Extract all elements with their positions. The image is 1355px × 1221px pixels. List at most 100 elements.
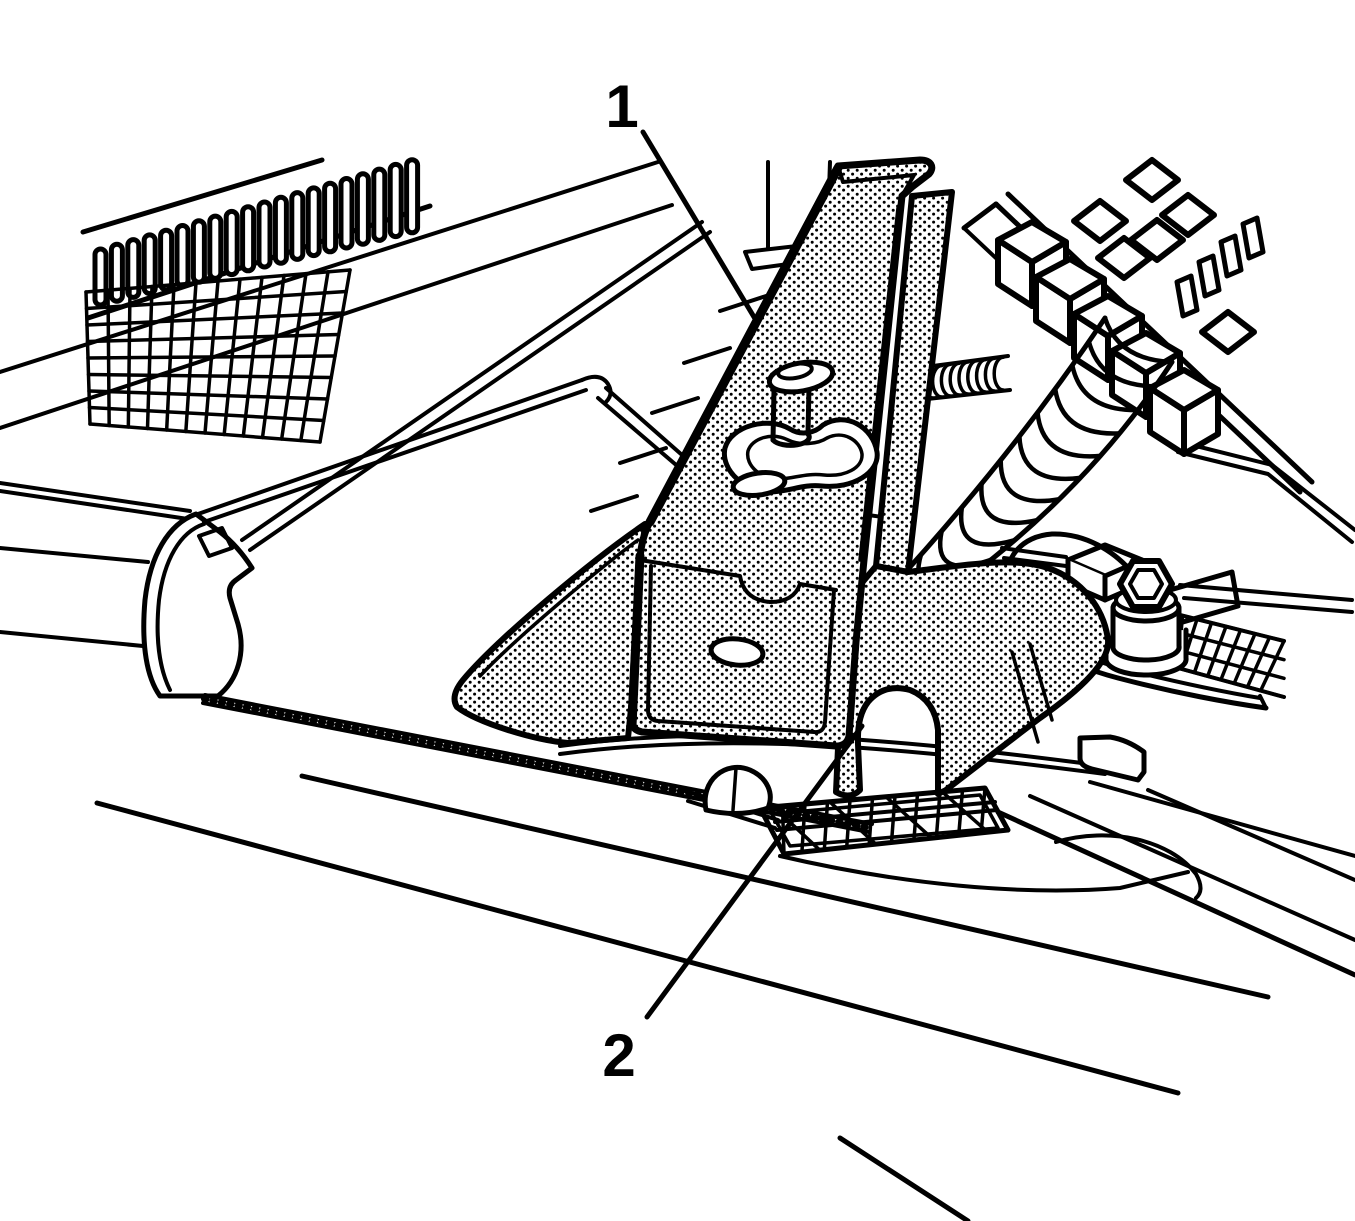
vent-slat <box>289 190 306 262</box>
callouts: 1 2 <box>602 73 865 1089</box>
grid-line <box>87 405 326 423</box>
fuse-slot <box>1174 273 1200 319</box>
hose-rib <box>979 481 1040 526</box>
hose-rib <box>998 457 1062 504</box>
grille-bar <box>771 805 822 852</box>
grille-bar <box>934 790 942 840</box>
mesh-line <box>1245 635 1272 689</box>
relay-square <box>1095 235 1153 281</box>
vent-slat <box>141 232 158 297</box>
mesh-line <box>1205 624 1228 678</box>
hose-stub-rib <box>966 359 979 395</box>
streak-tick <box>650 396 700 415</box>
fuse-cube <box>995 219 1069 265</box>
mesh-line <box>1258 639 1286 693</box>
hose-rib <box>958 505 1017 547</box>
vent-slat <box>322 180 339 255</box>
fuse-block <box>961 157 1355 544</box>
grid-line <box>85 311 345 327</box>
grid-line <box>88 422 322 444</box>
shield-part-2 <box>451 189 1112 799</box>
hose-stub-rib <box>939 362 953 398</box>
fuse-slot <box>1240 215 1266 261</box>
hose-stub-rib <box>974 357 988 394</box>
brace-bar-part-1 <box>627 156 936 750</box>
relay-square <box>1159 192 1217 238</box>
shield-left-wing <box>451 521 648 746</box>
grid-line <box>86 372 333 380</box>
vent-slat <box>240 204 257 274</box>
hose-stub-rib <box>948 361 961 397</box>
hose-rib <box>1102 315 1175 365</box>
wiper-boot-panels <box>0 374 917 699</box>
hose-stub-rib <box>992 355 1005 392</box>
grille-bar <box>912 792 920 842</box>
fuse-cube <box>1033 256 1107 302</box>
grille-bar <box>844 798 852 850</box>
grille-bar <box>983 786 1010 832</box>
relay-square <box>1199 309 1257 355</box>
fuse-slot <box>1196 253 1222 299</box>
grid-line <box>85 332 341 344</box>
vent-slat <box>92 246 109 308</box>
hose-rib <box>1070 363 1141 413</box>
hose-rib <box>1052 386 1122 436</box>
vent-slat <box>174 223 191 289</box>
hose-rib <box>1086 339 1158 389</box>
cowl-streak-lines <box>0 160 768 552</box>
tab-oval-hole <box>708 636 766 668</box>
fuse-cube <box>1147 367 1221 413</box>
vent-slat <box>158 227 175 293</box>
hose-rib <box>1017 434 1083 482</box>
vent-slat <box>354 171 371 247</box>
vent-slat <box>387 161 404 240</box>
shield-right-body <box>833 559 1112 799</box>
hose-stub-rib <box>983 356 997 393</box>
grille-bar <box>940 790 990 834</box>
grid-line <box>87 389 330 401</box>
hose-rib <box>1035 410 1103 459</box>
lower-ring <box>730 470 788 498</box>
mesh-line <box>1232 632 1257 686</box>
grille-bar <box>956 788 965 838</box>
vent-slat <box>272 194 289 266</box>
vent-slat <box>207 213 224 281</box>
grille-hatch <box>758 786 1010 856</box>
callout-1-label: 1 <box>605 73 638 140</box>
hose-stub-rib <box>957 360 970 396</box>
vent-slat <box>256 199 273 270</box>
grid-line <box>84 289 348 311</box>
mesh-line <box>1192 621 1214 675</box>
mesh-grid <box>84 268 352 444</box>
vent-slat <box>223 208 240 278</box>
grille-bar <box>828 800 878 846</box>
relay-square <box>1128 217 1186 263</box>
pivot-window <box>197 526 234 558</box>
grille-bar <box>822 800 830 852</box>
relay-square <box>1123 157 1181 203</box>
corrugated-hose <box>870 315 1175 632</box>
dome-clip <box>680 764 780 830</box>
vent-slat <box>338 176 355 251</box>
mount-and-bolt <box>1000 531 1354 711</box>
callout-1-leader <box>640 129 760 325</box>
vent-slat <box>404 157 421 236</box>
callout-2-leader <box>644 723 865 1020</box>
vent-slat <box>125 237 142 300</box>
vent-slat <box>305 185 322 259</box>
mesh-line <box>1219 628 1243 682</box>
relay-square <box>1071 198 1129 244</box>
fuse-slot <box>1218 233 1244 279</box>
callout-2-label: 2 <box>602 1022 635 1089</box>
vent-slat <box>190 218 207 285</box>
vent-slat <box>108 241 125 304</box>
body-panel-lines <box>94 734 1355 1221</box>
vent-top-edge <box>80 157 325 235</box>
grille-bar <box>884 795 934 840</box>
step-bracket <box>1077 734 1147 783</box>
grille-bar <box>800 802 807 854</box>
vent-slat <box>371 166 388 243</box>
cowl-vent-slats <box>80 157 433 321</box>
